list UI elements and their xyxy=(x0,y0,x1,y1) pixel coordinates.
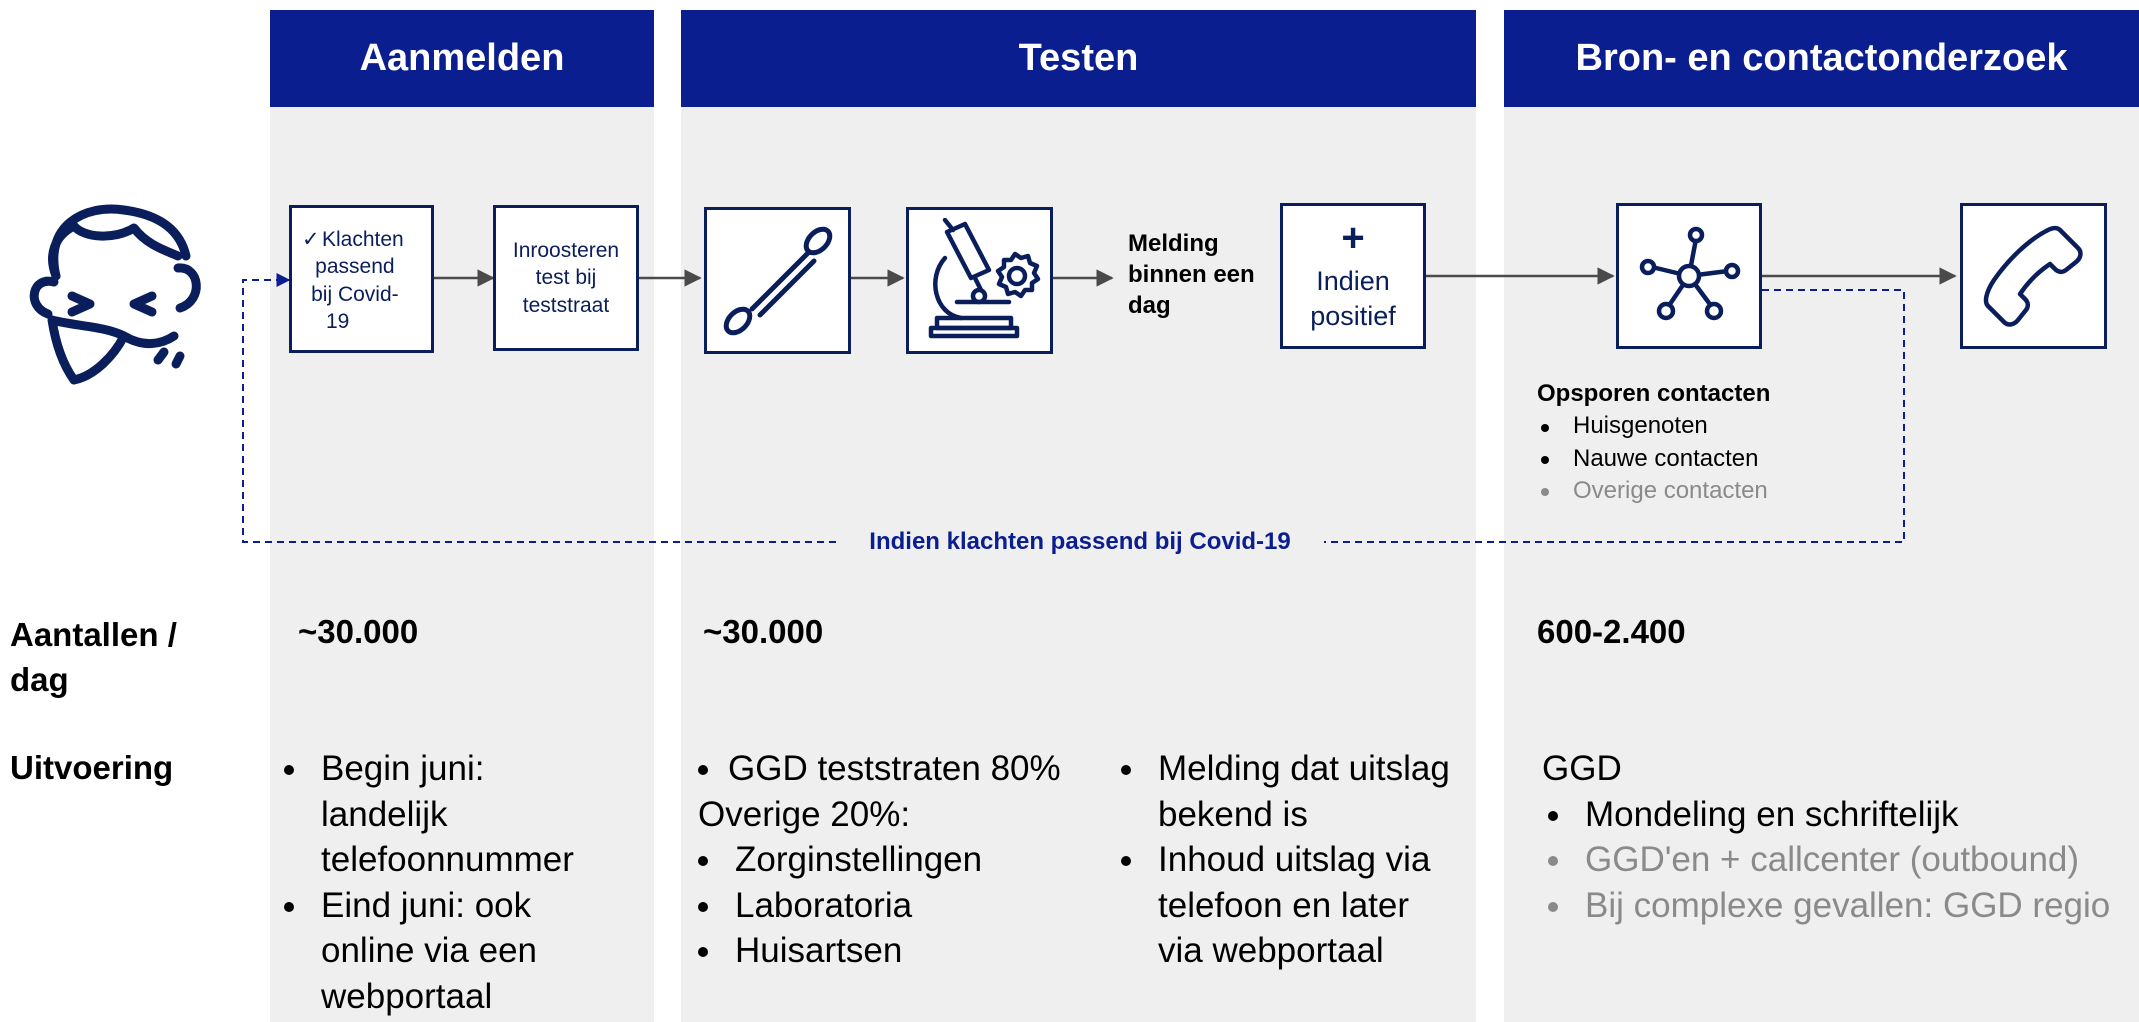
melding-line-1: Melding xyxy=(1128,230,1219,257)
flow-arrows xyxy=(434,267,1957,287)
opsporen-item: Nauwe contacten xyxy=(1537,443,1897,475)
network-box xyxy=(1616,203,1762,349)
inroosteren-line-2: test bij xyxy=(535,266,597,290)
uitvoering-testen-right: Melding dat uitslag bekend is Inhoud uit… xyxy=(1113,746,1463,974)
uitvoering-testen-left: GGD teststraten 80% Overige 20%: Zorgins… xyxy=(690,746,1110,974)
row-label-aantallen-line-2: dag xyxy=(10,660,69,698)
network-icon xyxy=(1639,226,1741,321)
plus-icon: + xyxy=(1341,215,1365,260)
column-bron-bg xyxy=(1504,10,2139,1022)
klachten-box: ✓ Klachten passend bij Covid- 19 xyxy=(289,205,434,353)
klachten-line-2: passend xyxy=(315,255,395,279)
uitvoering-bron-item-grey: Bij complexe gevallen: GGD regio xyxy=(1540,883,2130,929)
cotton-swab-icon xyxy=(723,226,832,335)
positief-box: + Indien positief xyxy=(1280,203,1426,349)
feedback-loop xyxy=(242,273,1905,543)
aantallen-bron: 600-2.400 xyxy=(1537,613,1686,650)
row-label-aantallen-line-1: Aantallen / xyxy=(10,616,177,653)
microscope-box xyxy=(906,207,1053,354)
positief-line-2: positief xyxy=(1310,301,1396,331)
header-bron-contactonderzoek: Bron- en contactonderzoek xyxy=(1504,10,2139,107)
melding-line-3: dag xyxy=(1128,292,1171,320)
uitvoering-bron: GGD Mondeling en schriftelijk GGD'en + c… xyxy=(1540,746,2130,928)
header-testen: Testen xyxy=(681,10,1476,107)
uitvoering-bron-org: GGD xyxy=(1542,749,1622,788)
opsporen-title: Opsporen contacten xyxy=(1537,380,1771,407)
uitvoering-testen-overige: Overige 20%: xyxy=(698,794,911,834)
klachten-line-3: bij Covid- xyxy=(311,282,399,306)
swab-box xyxy=(704,207,851,354)
row-label-uitvoering: Uitvoering xyxy=(10,749,174,786)
opsporen-list: Opsporen contacten Huisgenoten Nauwe con… xyxy=(1537,378,1897,508)
uitvoering-bron-item: Mondeling en schriftelijk xyxy=(1540,792,2130,838)
check-icon: ✓ xyxy=(302,228,320,251)
uitvoering-aanmelden-item: Eind juni: ook online via een webportaal xyxy=(276,883,616,1020)
inroosteren-line-3: teststraat xyxy=(522,293,610,317)
inroosteren-box: Inroosteren test bij teststraat xyxy=(493,205,639,351)
uitvoering-testen-item: Laboratoria xyxy=(690,883,1110,929)
klachten-line-4: 19 xyxy=(326,309,350,333)
uitvoering-aanmelden-item: Begin juni: landelijk telefoonnummer xyxy=(276,746,616,883)
uitvoering-testen-first: GGD teststraten 80% xyxy=(690,746,1110,792)
header-aanmelden: Aanmelden xyxy=(270,10,654,107)
uitvoering-testen-item: Huisartsen xyxy=(690,928,1110,974)
uitvoering-bron-item-grey: GGD'en + callcenter (outbound) xyxy=(1540,837,2130,883)
column-aanmelden-bg xyxy=(270,10,654,1022)
aantallen-testen: ~30.000 xyxy=(703,613,824,650)
opsporen-item: Huisgenoten xyxy=(1537,410,1897,442)
uitvoering-testen-right-item: Melding dat uitslag bekend is xyxy=(1113,746,1463,837)
microscope-icon xyxy=(928,217,1040,338)
klachten-line-1: Klachten xyxy=(322,228,404,251)
sick-person-icon xyxy=(29,204,201,385)
uitvoering-testen-right-item: Inhoud uitslag via telefoon en later via… xyxy=(1113,837,1463,974)
row-label-aantallen: Aantallen / dag xyxy=(10,613,177,702)
inroosteren-line-1: Inroosteren xyxy=(512,239,620,263)
positief-line-1: Indien xyxy=(1316,265,1390,296)
melding-text: Melding binnen een dag xyxy=(1128,228,1255,322)
uitvoering-aanmelden: Begin juni: landelijk telefoonnummer Ein… xyxy=(276,746,616,1019)
uitvoering-testen-item: Zorginstellingen xyxy=(690,837,1110,883)
opsporen-item-grey: Overige contacten xyxy=(1537,475,1897,507)
feedback-loop-label: Indien klachten passend bij Covid-19 xyxy=(869,528,1291,555)
aantallen-aanmelden: ~30.000 xyxy=(298,613,419,650)
phone-box xyxy=(1960,203,2107,349)
phone-icon xyxy=(1983,225,2083,327)
melding-line-2: binnen een xyxy=(1128,261,1255,289)
column-testen-bg xyxy=(681,10,1476,1022)
